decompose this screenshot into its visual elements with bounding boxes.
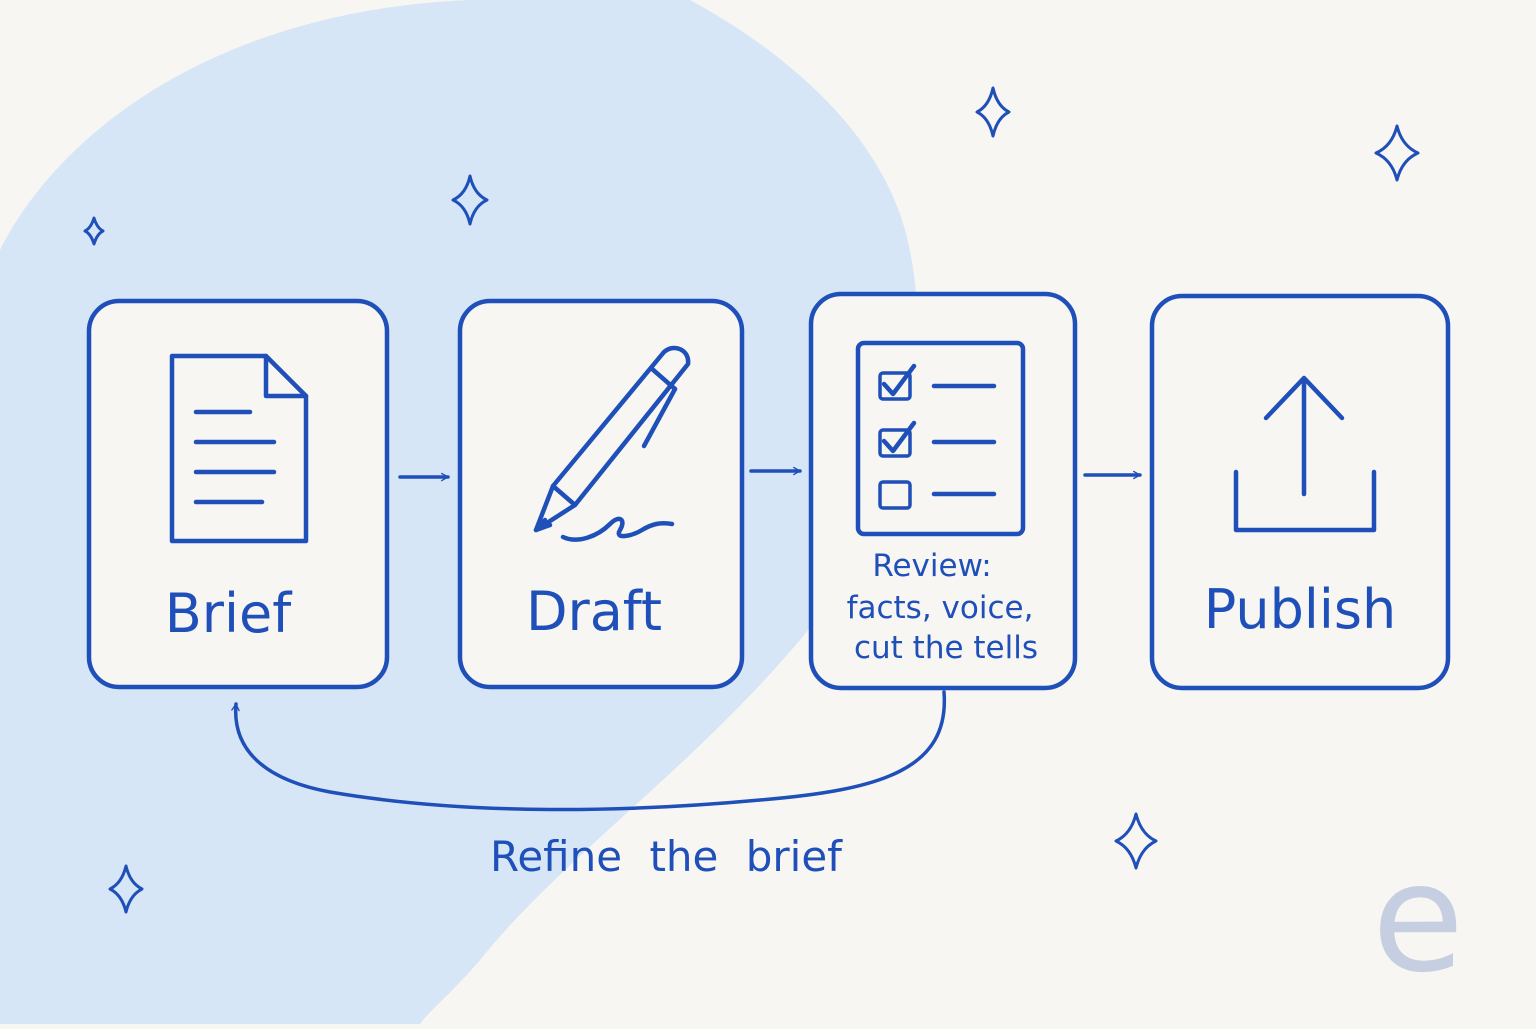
checklist-icon	[855, 340, 1026, 537]
sparkle-icons	[83, 86, 1420, 914]
step-box-review	[808, 291, 1078, 691]
brand-logo: e	[1372, 832, 1464, 1006]
step-label-brief: Brief	[165, 582, 293, 645]
arrow-review-to-brief	[231, 690, 947, 812]
step-box-brief	[86, 298, 390, 690]
step-label-review-line-3: cut the tells	[854, 630, 1038, 666]
step-box-publish	[1149, 293, 1451, 691]
step-label-review-line-1: Review:	[872, 548, 991, 584]
step-label-review-line-2: facts, voice,	[847, 590, 1034, 626]
step-label-draft: Draft	[526, 580, 662, 643]
sparkle-icon	[975, 86, 1011, 138]
upload-icon	[1233, 375, 1377, 533]
sparkle-icon	[83, 216, 105, 246]
step-label-publish: Publish	[1204, 578, 1396, 641]
sparkle-icon	[1374, 124, 1420, 182]
feedback-loop-label: Refine the brief	[490, 832, 843, 881]
sparkle-icon	[108, 864, 144, 914]
pen-icon	[533, 345, 691, 542]
sparkle-icon	[1114, 812, 1158, 870]
document-icon	[169, 353, 309, 544]
sparkle-icon	[451, 174, 489, 226]
